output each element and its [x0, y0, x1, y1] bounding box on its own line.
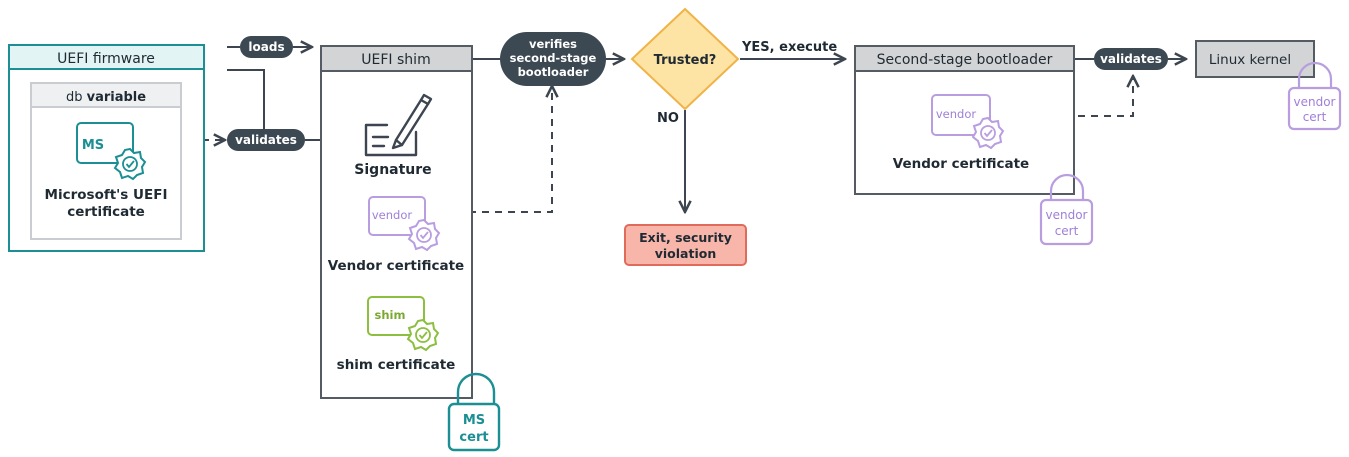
svg-text:db variable: db variable [66, 90, 146, 105]
linux-kernel-box: Linux kernel [1195, 40, 1315, 78]
verifies-line-3: bootloader [518, 65, 589, 79]
db-variable-panel: db variable [30, 82, 182, 240]
ms-badge-text: MS [82, 138, 104, 153]
uefi-firmware-box: UEFI firmware db variable MS Microsoft's… [8, 44, 205, 252]
stage2-vendor-badge-text: vendor [936, 107, 977, 121]
yes-label: YES, execute [741, 40, 837, 55]
vendor-badge-text: vendor [372, 208, 413, 222]
ms-cert-label-1: Microsoft's UEFI [45, 187, 168, 203]
trusted-question: Trusted? [654, 53, 717, 68]
vendor-certificate-icon: vendor [931, 94, 1005, 150]
document-pen-icon [364, 93, 433, 157]
uefi-firmware-title: UEFI firmware [57, 51, 155, 67]
exit-line-2: violation [655, 246, 717, 261]
second-stage-bootloader-box: Second-stage bootloader vendor Vendor ce… [854, 45, 1075, 195]
loads-pill-text: loads [248, 40, 284, 54]
db-label: db [66, 90, 83, 105]
stage2-vendor-cert-lock-icon: vendor cert [1039, 173, 1094, 246]
kernel-lock-line1: vendor [1294, 95, 1336, 109]
verifies-line-2: second-stage [510, 51, 597, 65]
vendor-certificate-icon: vendor [368, 196, 441, 252]
shim-certificate-icon: shim [367, 296, 440, 352]
validates-pill-left-text: validates [235, 133, 297, 147]
verified-seal-icon [113, 147, 147, 181]
shim-vendor-cert-label: Vendor certificate [328, 258, 464, 274]
firmware-validates-line [227, 69, 265, 140]
validates-pill-right: validates [1094, 48, 1168, 70]
uefi-shim-box: UEFI shim Signature vendor Vendor certif… [320, 45, 473, 399]
ms-certificate-icon: MS [76, 122, 147, 181]
linux-kernel-title: Linux kernel [1209, 52, 1291, 68]
verifies-line-1: verifies [529, 37, 577, 51]
validates-pill-left: validates [227, 129, 305, 151]
kernel-vendor-cert-lock-icon: vendor cert [1287, 61, 1342, 131]
shim-badge-text: shim [375, 308, 406, 322]
variable-label: variable [87, 90, 147, 105]
shim-cert-label: shim certificate [337, 357, 456, 373]
stage2-lock-line1: vendor [1046, 208, 1088, 222]
verified-seal-icon [406, 318, 440, 352]
ms-cert-lock-icon: MS cert [447, 372, 501, 452]
trusted-decision-diamond: Trusted? [630, 7, 740, 111]
loads-pill: loads [240, 36, 293, 58]
verified-seal-icon [971, 116, 1005, 150]
stage2-lock-line2: cert [1055, 224, 1079, 238]
verified-seal-icon [407, 218, 441, 252]
uefi-shim-title: UEFI shim [361, 52, 430, 68]
exit-line-1: Exit, security [639, 230, 732, 245]
no-label: NO [657, 111, 679, 126]
kernel-lock-line2: cert [1303, 110, 1327, 124]
ms-lock-line2: cert [459, 430, 488, 445]
second-stage-title: Second-stage bootloader [877, 52, 1053, 68]
signature-label: Signature [354, 162, 431, 178]
ms-cert-label-2: certificate [67, 204, 145, 220]
stage2-vendor-cert-label: Vendor certificate [893, 156, 1029, 172]
ms-lock-line1: MS [463, 413, 485, 428]
verifies-pill: verifies second-stage bootloader [500, 32, 606, 86]
validates-pill-right-text: validates [1100, 52, 1162, 66]
exit-security-violation-box: Exit, security violation [624, 224, 747, 266]
